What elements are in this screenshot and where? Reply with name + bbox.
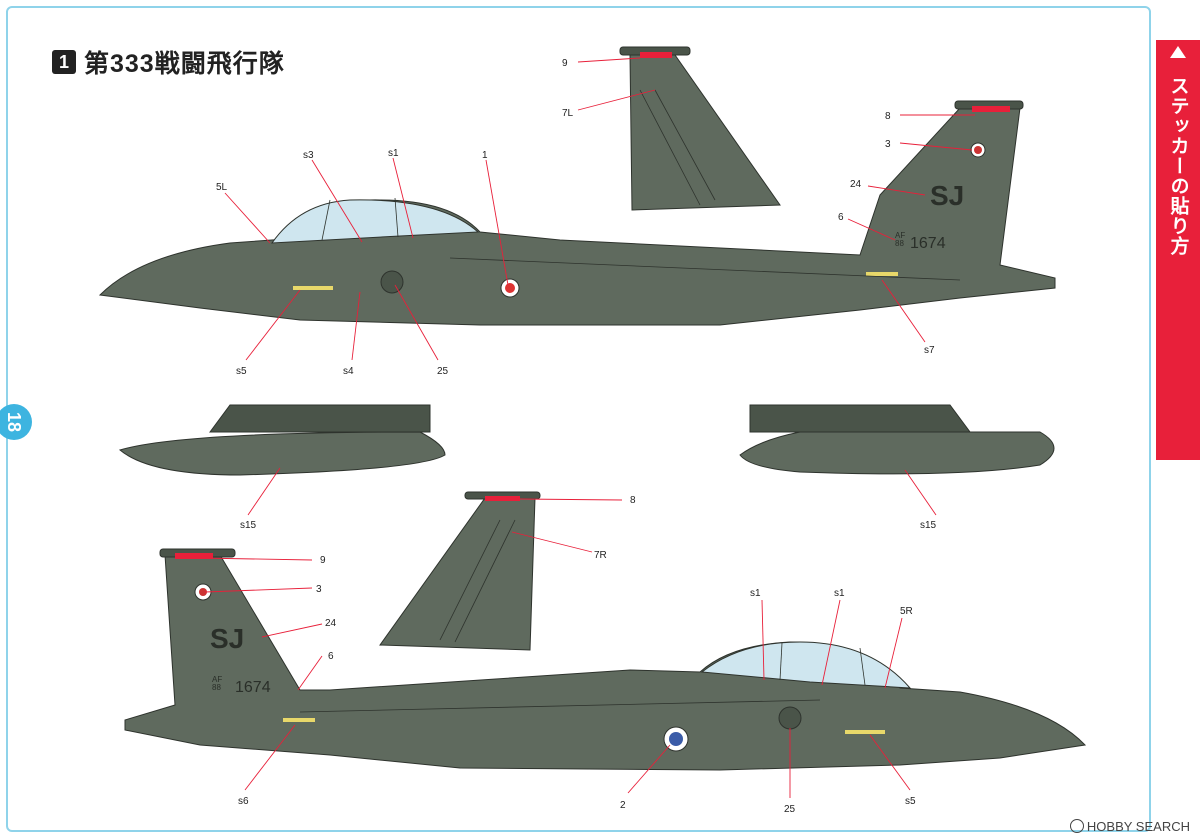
- side-tab-label: ステッカーの貼り方: [1167, 76, 1189, 256]
- top-tail-left: [619, 46, 781, 211]
- section-number: 1: [52, 50, 76, 74]
- label-top-s7: s7: [924, 345, 935, 356]
- serial-top: 1674: [910, 235, 946, 252]
- watermark: HOBBY SEARCH: [1069, 819, 1190, 834]
- tail-code-top: SJ: [930, 180, 964, 211]
- label-bot-s5: s5: [905, 796, 916, 807]
- label-bot-s1b: s1: [834, 588, 845, 599]
- label-mid-7R: 7R: [594, 550, 607, 561]
- label-bot-5R: 5R: [900, 606, 913, 617]
- label-bot-s1a: s1: [750, 588, 761, 599]
- serial-prefix-top: AF: [895, 231, 905, 240]
- serial-bottom: 1674: [235, 679, 271, 696]
- side-tab[interactable]: ステッカーの貼り方: [1156, 40, 1200, 460]
- label-top-s5: s5: [236, 366, 247, 377]
- middle-tail-right: [379, 491, 541, 651]
- label-tank-right-s15: s15: [920, 520, 937, 531]
- label-bot-3: 3: [316, 584, 322, 595]
- label-bot-s6: s6: [238, 796, 249, 807]
- label-mid-8: 8: [630, 495, 636, 506]
- label-top-s3: s3: [303, 150, 314, 161]
- label-top-7L: 7L: [562, 108, 574, 119]
- right-conformal-tank: [739, 404, 1055, 475]
- serial-year-top: 88: [895, 239, 904, 248]
- label-top-s4: s4: [343, 366, 354, 377]
- label-top-9: 9: [562, 58, 568, 69]
- bottom-aircraft: SJ AF 88 1674: [124, 548, 1087, 771]
- top-aircraft: SJ AF 88 1674: [98, 100, 1056, 326]
- triangle-icon: [1170, 46, 1186, 58]
- watermark-text: HOBBY SEARCH: [1086, 819, 1190, 834]
- label-bot-24: 24: [325, 618, 337, 629]
- decal-labels: 9 7L 8 3 24 6 s3 s1 1 5L s5 s4 25 s7 s15…: [216, 58, 937, 815]
- label-tank-left-s15: s15: [240, 520, 257, 531]
- label-tail-3: 3: [885, 139, 891, 150]
- label-top-5L: 5L: [216, 182, 228, 193]
- section-heading: 第333戦闘飛行隊: [84, 50, 285, 78]
- label-top-25: 25: [437, 366, 449, 377]
- label-bot-9: 9: [320, 555, 326, 566]
- label-bot-25: 25: [784, 804, 796, 815]
- label-tail-24: 24: [850, 179, 862, 190]
- label-tail-8: 8: [885, 111, 891, 122]
- label-bot-6: 6: [328, 651, 334, 662]
- label-bot-2: 2: [620, 800, 626, 811]
- label-top-1: 1: [482, 150, 488, 161]
- circle-mark-icon: [1069, 819, 1084, 833]
- section-title: 1 第333戦闘飛行隊: [52, 44, 285, 80]
- leader-lines: [197, 57, 975, 798]
- serial-prefix-bottom: AF: [212, 675, 222, 684]
- left-conformal-tank: [118, 404, 446, 476]
- tail-code-bottom: SJ: [210, 623, 244, 654]
- label-top-s1: s1: [388, 148, 399, 159]
- label-tail-6: 6: [838, 212, 844, 223]
- serial-year-bottom: 88: [212, 683, 221, 692]
